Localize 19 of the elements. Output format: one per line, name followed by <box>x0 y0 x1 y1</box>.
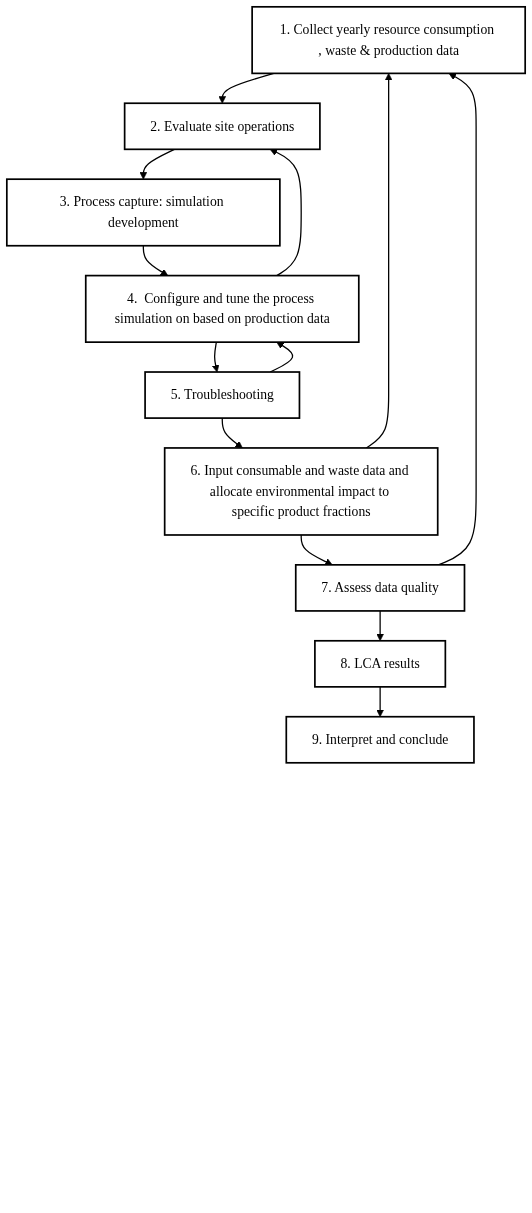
arrow <box>211 341 220 373</box>
node-box: 3. Process capture: simulation development <box>5 178 281 247</box>
arrow <box>221 417 243 449</box>
arrow <box>269 148 302 277</box>
node-box: 5. Troubleshooting <box>144 371 301 419</box>
arrow <box>269 341 294 373</box>
arrow <box>376 686 384 718</box>
node-box: 9. Interpret and conclude <box>285 715 475 764</box>
arrow <box>376 610 384 642</box>
node-box: 2. Evaluate site operations <box>123 102 321 151</box>
arrow <box>365 73 393 449</box>
node-box: 6. Input consumable and waste data and allocate environmental impact to specific product fractions <box>163 447 439 536</box>
node-box: 8. LCA results <box>314 639 447 688</box>
arrow <box>142 245 169 276</box>
arrow <box>139 148 175 180</box>
node-box: 4. Configure and tune the process simulation on based on production data <box>84 274 360 343</box>
node-box: 7. Assess data quality <box>294 564 466 612</box>
node-box: 1. Collect yearly resource consumption , waste & production data <box>251 5 527 75</box>
arrow <box>300 534 333 566</box>
